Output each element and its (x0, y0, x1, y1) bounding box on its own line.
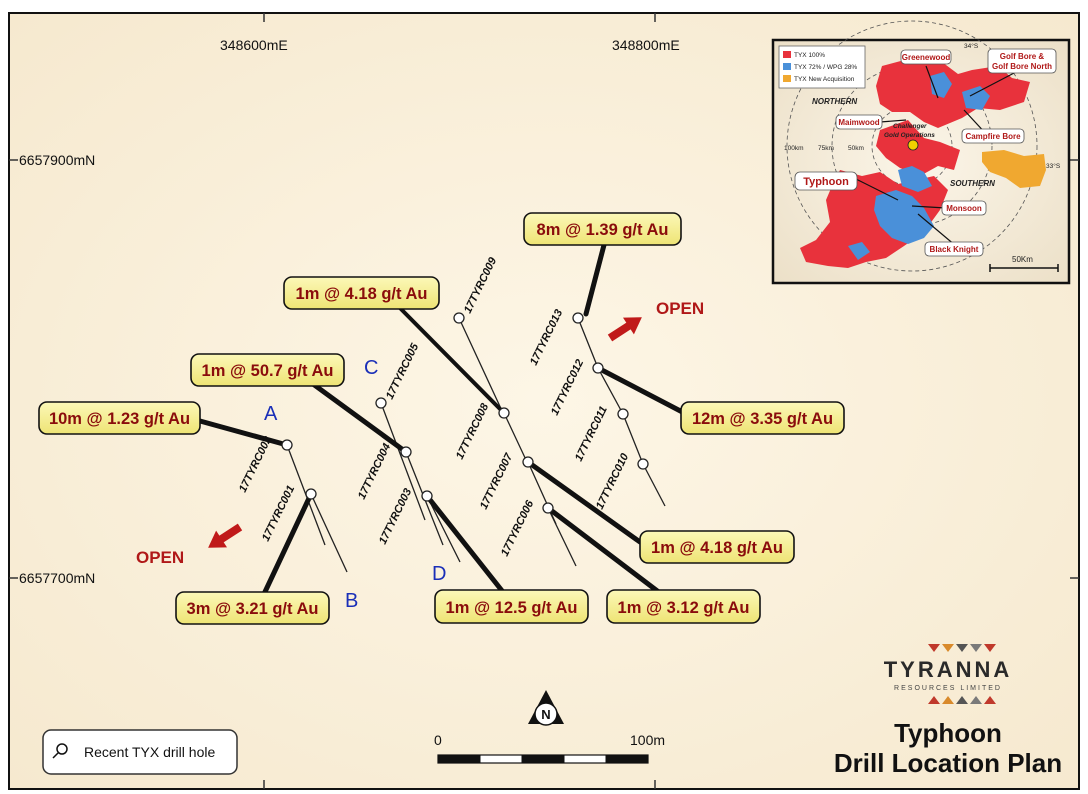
collar-17TYRC009 (453, 312, 465, 324)
assay-callout-1m-50.7: 1m @ 50.7 g/t Au (190, 353, 345, 387)
assay-callout-8m-1.39: 8m @ 1.39 g/t Au (523, 212, 682, 246)
collar-17TYRC013 (572, 312, 584, 324)
collar-17TYRC006 (542, 502, 554, 514)
inset-golf-bore: Golf Bore & (1000, 52, 1045, 61)
trace-17TYRC006 (547, 507, 577, 567)
assay-callout-1m-4.18-north: 1m @ 4.18 g/t Au (283, 276, 440, 310)
assay-callout-3m-3.21: 3m @ 3.21 g/t Au (175, 591, 330, 625)
inset-legend-tyx-72: TYX 72% / WPG 28% (794, 64, 857, 71)
assay-callout-1m-12.5: 1m @ 12.5 g/t Au (434, 589, 589, 624)
inset-ring-50km: 50km (848, 145, 864, 152)
trace-17TYRC009 (458, 317, 504, 414)
collar-17TYRC012 (592, 362, 604, 374)
trace-17TYRC012 (597, 367, 624, 415)
svg-text:1m @ 4.18 g/t Au: 1m @ 4.18 g/t Au (651, 539, 783, 557)
svg-text:1m @ 3.12 g/t Au: 1m @ 3.12 g/t Au (618, 599, 750, 617)
zone-label-b: B (345, 590, 358, 612)
assay-callout-1m-3.12: 1m @ 3.12 g/t Au (606, 589, 761, 624)
legend-label: Recent TYX drill hole (84, 744, 215, 760)
zone-label-a: A (264, 403, 278, 425)
collar-17TYRC008 (498, 407, 510, 419)
easting-label-2: 348800mE (612, 37, 680, 53)
zone-label-c: C (364, 357, 378, 379)
logo-top-triangles-icon (928, 644, 996, 652)
svg-text:1m @ 4.18 g/t Au: 1m @ 4.18 g/t Au (296, 285, 428, 303)
zone-label-d: D (432, 563, 446, 585)
assay-callout-12m-3.35: 12m @ 3.35 g/t Au (680, 401, 845, 435)
collar-17TYRC003 (421, 490, 433, 502)
inset-region-northern: NORTHERN (812, 97, 857, 106)
inset-monsoon: Monsoon (946, 204, 982, 213)
svg-text:1m @ 12.5 g/t Au: 1m @ 12.5 g/t Au (446, 599, 578, 617)
svg-text:10m @ 1.23 g/t Au: 10m @ 1.23 g/t Au (49, 410, 190, 428)
scale-bar: 0 100m (434, 732, 665, 764)
northing-label-1: 6657900mN (19, 152, 95, 168)
trace-17TYRC013 (577, 317, 599, 369)
assay-leaders (197, 242, 693, 597)
legend-box: Recent TYX drill hole (42, 729, 238, 775)
open-label-northeast: OPEN (656, 299, 704, 318)
map-title-line2: Drill Location Plan (834, 748, 1062, 778)
svg-text:1m @ 50.7 g/t Au: 1m @ 50.7 g/t Au (202, 362, 334, 380)
inset-region-southern: SOUTHERN (950, 179, 995, 188)
inset-greenewood: Greenewood (902, 53, 951, 62)
open-arrow-southwest: OPEN (136, 523, 243, 567)
open-label-southwest: OPEN (136, 548, 184, 567)
open-arrow-northeast: OPEN (607, 299, 704, 342)
northing-label-2: 6657700mN (19, 570, 95, 586)
collar-17TYRC011 (617, 408, 629, 420)
trace-17TYRC003 (426, 495, 461, 563)
inset-scale-label: 50Km (1012, 255, 1033, 264)
collar-17TYRC010 (637, 458, 649, 470)
assay-callout-10m-1.23: 10m @ 1.23 g/t Au (38, 401, 201, 435)
grid-ticks (9, 13, 1079, 789)
scale-end-label: 100m (630, 732, 665, 748)
svg-text:8m @ 1.39 g/t Au: 8m @ 1.39 g/t Au (537, 221, 669, 239)
svg-text:12m @ 3.35 g/t Au: 12m @ 3.35 g/t Au (692, 410, 833, 428)
collar-17TYRC004 (400, 446, 412, 458)
inset-maimwood: Maimwood (838, 118, 879, 127)
assay-callout-1m-4.18-south: 1m @ 4.18 g/t Au (639, 530, 795, 564)
inset-legend-tyx-100: TYX 100% (794, 52, 825, 59)
regional-inset-map: TYX 100% TYX 72% / WPG 28% TYX New Acqui… (771, 20, 1071, 285)
trace-17TYRC001 (310, 493, 348, 573)
inset-ring-100km: 100km (784, 145, 804, 152)
svg-text:3m @ 3.21 g/t Au: 3m @ 3.21 g/t Au (187, 600, 319, 618)
north-arrow-icon: N (528, 690, 564, 726)
collar-17TYRC001 (305, 488, 317, 500)
inset-challenger: Challenger (893, 123, 927, 130)
inset-typhoon: Typhoon (803, 176, 849, 188)
inset-lat-top: 34°S (964, 42, 979, 50)
logo-bottom-triangles-icon (928, 696, 996, 704)
inset-golf-bore-north: Golf Bore North (992, 62, 1052, 71)
easting-label-1: 348600mE (220, 37, 288, 53)
collar-17TYRC002 (281, 439, 293, 451)
trace-17TYRC008 (503, 412, 528, 463)
collar-17TYRC005 (375, 397, 387, 409)
collar-17TYRC007 (522, 456, 534, 468)
inset-gold-operations: Gold Operations (884, 132, 935, 139)
drill-hole-symbol-icon (52, 743, 68, 759)
company-sub: RESOURCES LIMITED (894, 685, 1002, 692)
inset-legend-tyx-new: TYX New Acquisition (794, 76, 855, 83)
tyranna-logo: TYRANNA RESOURCES LIMITED (884, 644, 1013, 704)
scale-start-label: 0 (434, 732, 442, 748)
company-name: TYRANNA (884, 657, 1013, 682)
inset-black-knight: Black Knight (930, 245, 979, 254)
map-title-line1: Typhoon (894, 718, 1002, 748)
north-label: N (541, 707, 550, 722)
inset-lat-right: 33°S (1046, 162, 1061, 170)
trace-17TYRC010 (642, 463, 666, 507)
trace-17TYRC011 (622, 413, 644, 465)
drill-collars (281, 312, 649, 514)
inset-campfire-bore: Campfire Bore (965, 132, 1021, 141)
inset-ring-75km: 75km (818, 145, 834, 152)
trace-17TYRC005 (380, 402, 426, 521)
